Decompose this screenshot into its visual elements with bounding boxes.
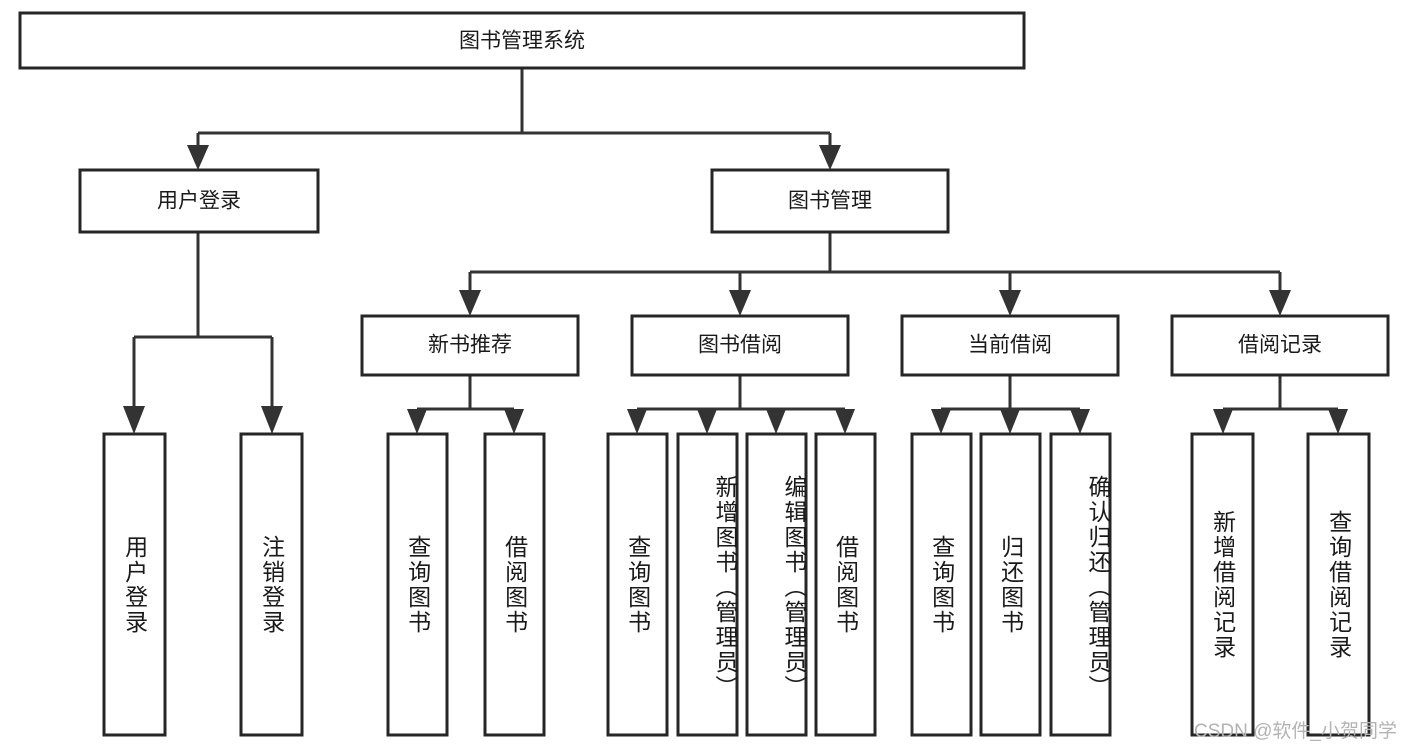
node-root[interactable]: 图书管理系统	[18, 11, 1026, 70]
node-current-return-box[interactable]	[979, 432, 1042, 737]
arrow-head-borrow-add	[697, 409, 717, 434]
node-newbook[interactable]: 新书推荐	[360, 314, 580, 377]
node-root-label: 图书管理系统	[459, 30, 585, 53]
node-root-box[interactable]	[18, 11, 1026, 70]
node-newbook-box[interactable]	[360, 314, 580, 377]
arrow-head-records	[1269, 290, 1291, 316]
arrow-head-login-logout	[261, 406, 283, 434]
arrow-head-login	[187, 145, 209, 170]
arrow-head-borrow-edit	[766, 409, 786, 434]
node-borrow-edit-box[interactable]	[745, 432, 808, 737]
arrow-head-borrow-query	[627, 409, 647, 434]
node-current[interactable]: 当前借阅	[900, 314, 1120, 377]
node-records-add-box[interactable]	[1190, 432, 1255, 737]
node-newbook-borrow-box[interactable]	[483, 432, 546, 737]
node-records-box[interactable]	[1170, 314, 1390, 377]
node-bookmgmt[interactable]: 图书管理	[710, 168, 950, 234]
node-login-label: 用户登录	[157, 190, 241, 213]
node-login-box[interactable]	[78, 168, 320, 234]
arrow-head-bookmgmt	[819, 145, 841, 170]
arrow-head-current	[999, 290, 1021, 316]
node-login[interactable]: 用户登录	[78, 168, 320, 234]
arrow-head-newbook-query	[407, 409, 427, 434]
arrow-head-borrow-lend	[835, 409, 855, 434]
node-borrow-query-box[interactable]	[606, 432, 669, 737]
node-borrow-lend-box[interactable]	[814, 432, 877, 737]
node-bookmgmt-label: 图书管理	[788, 190, 872, 213]
arrow-head-current-return	[1000, 409, 1020, 434]
node-borrow-label: 图书借阅	[698, 334, 782, 357]
connector-layer	[123, 68, 1348, 434]
arrow-head-records-query	[1328, 409, 1348, 434]
node-bookmgmt-box[interactable]	[710, 168, 950, 234]
node-login-logout-box[interactable]	[239, 432, 304, 737]
node-current-box[interactable]	[900, 314, 1120, 377]
arrow-head-newbook	[459, 290, 481, 316]
node-records[interactable]: 借阅记录	[1170, 314, 1390, 377]
arrow-head-current-confirm	[1070, 409, 1090, 434]
node-borrow[interactable]: 图书借阅	[630, 314, 850, 377]
node-current-confirm-box[interactable]	[1049, 432, 1112, 737]
node-borrow-box[interactable]	[630, 314, 850, 377]
arrow-head-current-query	[931, 409, 951, 434]
node-newbook-label: 新书推荐	[428, 334, 512, 357]
node-records-query-box[interactable]	[1306, 432, 1371, 737]
node-current-query-box[interactable]	[910, 432, 973, 737]
node-login-user-box[interactable]	[102, 432, 167, 737]
node-current-label: 当前借阅	[968, 334, 1052, 357]
arrow-head-login-user	[123, 406, 145, 434]
arrow-head-borrow	[729, 290, 751, 316]
arrow-head-newbook-borrow	[504, 409, 524, 434]
node-newbook-query-box[interactable]	[386, 432, 449, 737]
arrow-head-records-add	[1213, 409, 1233, 434]
node-records-label: 借阅记录	[1238, 334, 1322, 357]
node-borrow-add-box[interactable]	[676, 432, 739, 737]
